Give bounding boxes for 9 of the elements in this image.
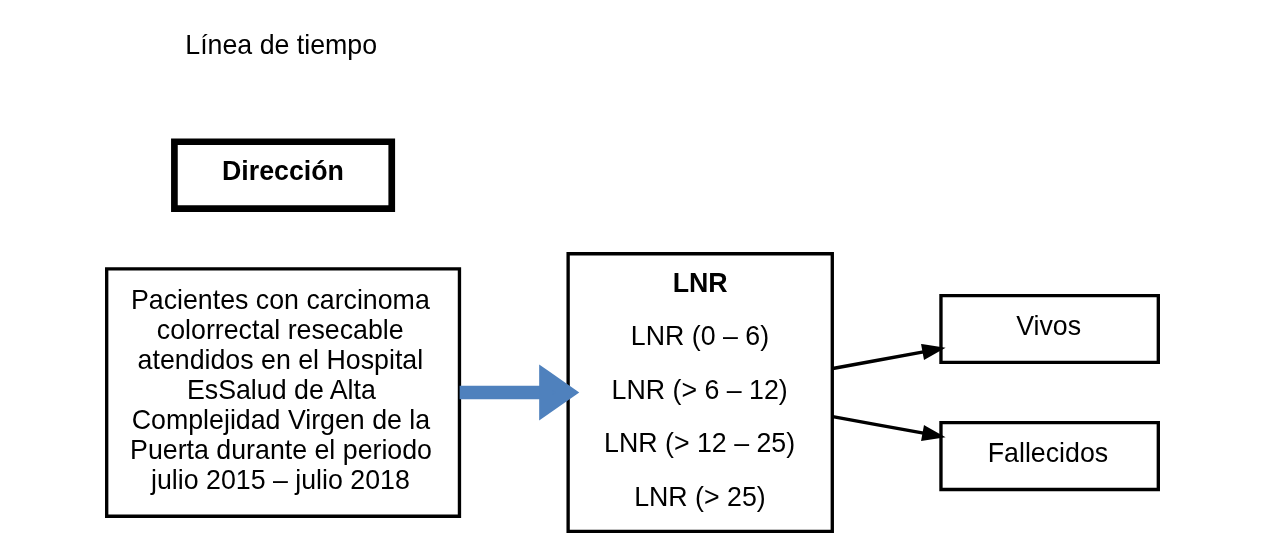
label: Línea de tiempo — [184, 30, 377, 61]
node-box: Dirección — [170, 138, 395, 212]
arrow — [831, 343, 946, 371]
arrow — [831, 414, 946, 442]
node-box: Pacientes con carcinoma colorrectal resecable atendidos en el Hospital EsSalud de Alta Complejidad Virgen de la Puerta durante el periodo julio 2015 – julio 2018 — [104, 267, 461, 518]
node-box: Vivos — [938, 293, 1160, 365]
node-box: Fallecidos — [938, 420, 1160, 492]
node-box: LNR LNR (0 – 6) LNR (> 6 – 12) LNR (> 12 – 25) LNR (> 25) — [565, 252, 834, 533]
arrow — [459, 364, 579, 421]
